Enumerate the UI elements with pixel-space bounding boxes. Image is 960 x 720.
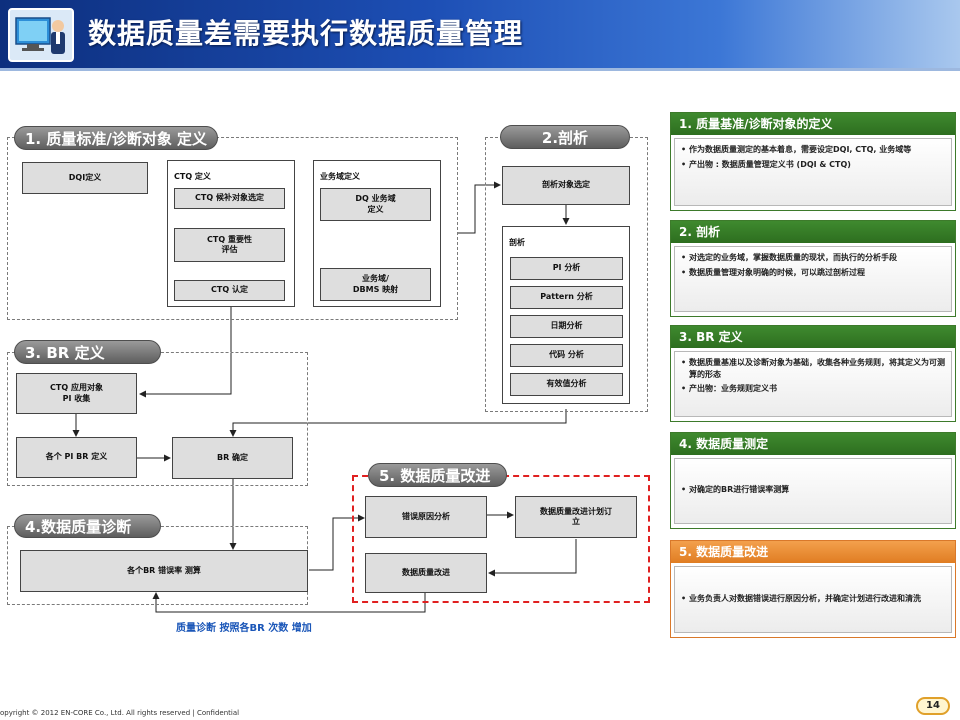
panel-profiling: 2. 剖析 对选定的业务域，掌握数据质量的现状，而执行的分析手段 数据质量管理对… <box>670 220 956 317</box>
panel-2-title: 2. 剖析 <box>671 221 955 243</box>
section-4-title: 4.数据质量诊断 <box>14 514 161 538</box>
panel-5-body: 业务负责人对数据错误进行原因分析，并确定计划进行改进和清洗 <box>674 566 952 633</box>
panel-5-title: 5. 数据质量改进 <box>671 541 955 563</box>
profiling-target-box: 剖析对象选定 <box>502 166 630 205</box>
ctq-confirm-box: CTQ 认定 <box>174 280 285 301</box>
code-analysis-box: 代码 分析 <box>510 344 623 367</box>
dq-domain-box: DQ 业务域 定义 <box>320 188 431 221</box>
panel-2-bullet-2: 数据质量管理对象明确的时候，可以跳过剖析过程 <box>681 267 945 279</box>
panel-1-bullet-1: 作为数据质量测定的基本着息，需要设定DQI, CTQ, 业务域等 <box>681 144 945 156</box>
panel-quality-improve: 5. 数据质量改进 业务负责人对数据错误进行原因分析，并确定计划进行改进和清洗 <box>670 540 956 638</box>
domain-define-label: 业务域定义 <box>320 172 360 181</box>
panel-1-bullet-2: 产出物 : 数据质量管理定义书 (DQI & CTQ) <box>681 159 945 171</box>
ctq-pi-collect-box: CTQ 应用对象 PI 收集 <box>16 373 137 414</box>
title-bar: 数据质量差需要执行数据质量管理 <box>0 0 960 68</box>
analysis-label: 剖析 <box>509 238 525 247</box>
pattern-analysis-box: Pattern 分析 <box>510 286 623 309</box>
section-3-title: 3. BR 定义 <box>14 340 161 364</box>
panel-4-title: 4. 数据质量测定 <box>671 433 955 455</box>
valid-value-analysis-box: 有效值分析 <box>510 373 623 396</box>
page-number: 14 <box>916 697 950 715</box>
improve-plan-box: 数据质量改进计划订 立 <box>515 496 637 538</box>
per-pi-br-define-box: 各个 PI BR 定义 <box>16 437 137 478</box>
dqi-define-box: DQI定义 <box>22 162 148 194</box>
panel-1-body: 作为数据质量测定的基本着息，需要设定DQI, CTQ, 业务域等 产出物 : 数… <box>674 138 952 206</box>
panel-3-bullet-1: 数据质量基准以及诊断对象为基础，收集各种业务规则，将其定义为可测算的形态 <box>681 357 945 380</box>
panel-4-body: 对确定的BR进行错误率测算 <box>674 458 952 524</box>
error-cause-analysis-box: 错误原因分析 <box>365 496 487 538</box>
section-2-title: 2.剖析 <box>500 125 630 149</box>
ctq-candidate-box: CTQ 候补对象选定 <box>174 188 285 209</box>
panel-4-bullet-1: 对确定的BR进行错误率测算 <box>681 484 789 496</box>
ctq-define-label: CTQ 定义 <box>174 172 211 181</box>
section-5-title: 5. 数据质量改进 <box>368 463 507 487</box>
section-1-title: 1. 质量标准/诊断对象 定义 <box>14 126 219 150</box>
copyright-footer: opyright © 2012 EN-CORE Co., Ltd. All ri… <box>0 709 240 717</box>
presenter-logo-icon <box>8 8 74 62</box>
panel-quality-measure: 4. 数据质量测定 对确定的BR进行错误率测算 <box>670 432 956 529</box>
date-analysis-box: 日期分析 <box>510 315 623 338</box>
panel-2-body: 对选定的业务域，掌握数据质量的现状，而执行的分析手段 数据质量管理对象明确的时候… <box>674 246 952 312</box>
panel-3-body: 数据质量基准以及诊断对象为基础，收集各种业务规则，将其定义为可测算的形态 产出物… <box>674 351 952 417</box>
panel-3-title: 3. BR 定义 <box>671 326 955 348</box>
panel-3-bullet-2: 产出物：业务规则定义书 <box>681 383 945 395</box>
br-confirm-box: BR 确定 <box>172 437 293 479</box>
panel-quality-standard: 1. 质量基准/诊断对象的定义 作为数据质量测定的基本着息，需要设定DQI, C… <box>670 112 956 211</box>
br-error-rate-box: 各个BR 错误率 测算 <box>20 550 308 592</box>
panel-1-title: 1. 质量基准/诊断对象的定义 <box>671 113 955 135</box>
panel-2-bullet-1: 对选定的业务域，掌握数据质量的现状，而执行的分析手段 <box>681 252 945 264</box>
header-divider <box>0 68 960 71</box>
domain-dbms-map-box: 业务域/ DBMS 映射 <box>320 268 431 301</box>
ctq-importance-box: CTQ 重要性 评估 <box>174 228 285 262</box>
panel-5-bullet-1: 业务负责人对数据错误进行原因分析，并确定计划进行改进和清洗 <box>681 593 921 605</box>
pi-analysis-box: PI 分析 <box>510 257 623 280</box>
feedback-note: 质量诊断 按照各BR 次数 增加 <box>176 623 312 634</box>
page-title: 数据质量差需要执行数据质量管理 <box>88 17 524 50</box>
quality-improve-box: 数据质量改进 <box>365 553 487 593</box>
panel-br-define: 3. BR 定义 数据质量基准以及诊断对象为基础，收集各种业务规则，将其定义为可… <box>670 325 956 422</box>
section-quality-standard <box>7 137 458 320</box>
